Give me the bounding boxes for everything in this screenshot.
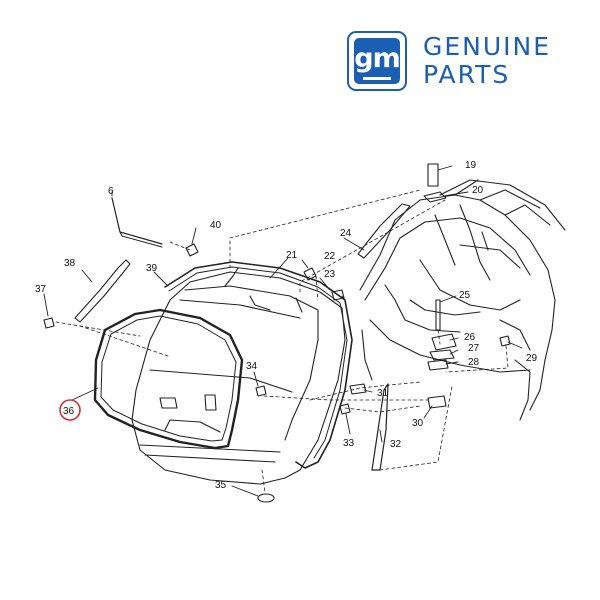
callout-30: 30 [412, 418, 424, 429]
brand-line-genuine: GENUINE [423, 32, 552, 61]
clip-37 [43, 317, 55, 329]
bracket-30 [427, 395, 447, 409]
callout-23: 23 [324, 269, 336, 280]
callout-39: 39 [146, 263, 158, 274]
callout-29: 29 [526, 353, 538, 364]
highlight-ring-36 [59, 399, 81, 421]
callout-19: 19 [465, 160, 477, 171]
striker-28 [427, 359, 449, 371]
bolt-23 [331, 289, 345, 301]
plug-35 [257, 493, 275, 503]
handle-24 [357, 203, 411, 259]
callout-20: 20 [472, 185, 484, 196]
callout-35: 35 [215, 480, 227, 491]
bumper-33 [339, 403, 351, 415]
latch-27 [429, 349, 455, 361]
callout-32: 32 [390, 439, 402, 450]
callout-27: 27 [468, 343, 480, 354]
bolt-25 [435, 299, 441, 331]
callout-34: 34 [246, 361, 258, 372]
callout-31: 31 [377, 388, 389, 399]
callout-labels: 6 19 20 21 22 23 24 25 26 27 28 29 30 31… [35, 160, 538, 491]
callout-28: 28 [468, 357, 480, 368]
trim-strip-38 [74, 259, 131, 323]
callout-25: 25 [459, 290, 471, 301]
dashed-alignment-lines [55, 189, 509, 493]
callout-37: 37 [35, 284, 47, 295]
gm-logo-icon: gm [347, 31, 407, 91]
gm-genuine-parts-brand: gm GENUINE PARTS [347, 31, 551, 91]
fastener-34 [255, 385, 267, 397]
callout-33: 33 [343, 438, 355, 449]
hinge-20 [423, 191, 447, 203]
liftgate-weatherstrip-39 [164, 261, 353, 469]
brand-line-parts: PARTS [423, 60, 511, 89]
fastener-29 [499, 335, 511, 347]
callout-22: 22 [324, 251, 336, 262]
callout-40: 40 [210, 220, 222, 231]
callout-6: 6 [108, 186, 114, 197]
bumper-40 [185, 243, 199, 257]
bolt-31 [349, 383, 367, 395]
callout-21: 21 [286, 250, 298, 261]
window-glass-seal-36 [93, 308, 244, 450]
callout-38: 38 [64, 258, 76, 269]
brand-wordmark: GENUINE PARTS [423, 33, 551, 89]
gm-logo-text: gm [354, 42, 400, 74]
support-rod-6 [111, 197, 163, 245]
callout-36: 36 [63, 406, 75, 417]
callout-26: 26 [464, 332, 476, 343]
latch-26 [431, 333, 457, 351]
leader-lines [43, 165, 523, 497]
callout-24: 24 [340, 228, 352, 239]
liftgate-panel [131, 267, 346, 485]
hinge-19 [427, 163, 439, 187]
